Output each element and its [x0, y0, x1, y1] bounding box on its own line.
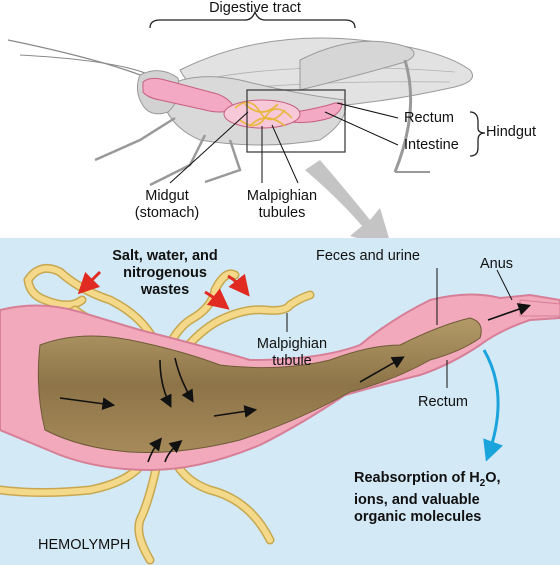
label-anus: Anus	[480, 256, 514, 272]
label-salt-line3: wastes	[140, 282, 190, 298]
gut-tail	[289, 102, 343, 123]
label-reabs-line3: organic molecules	[354, 508, 482, 525]
label-malpighian-tubule: Malpighian tubule	[242, 336, 342, 370]
reabsorption-arrow	[482, 349, 503, 462]
label-digestive-tract: Digestive tract	[209, 0, 301, 16]
label-midgut-line2: (stomach)	[134, 205, 200, 221]
label-hindgut: Hindgut	[486, 124, 536, 140]
label-salt-line1: Salt, water, and	[112, 248, 218, 264]
hindgut-brace	[469, 111, 486, 157]
label-reabsorption: Reabsorption of H2O, ions, and valuable …	[354, 470, 501, 526]
label-reabs-subscript: 2	[479, 477, 486, 489]
label-malpighian-line2: tubules	[258, 205, 306, 221]
label-midgut-line1: Midgut	[145, 188, 189, 204]
label-reabs-line1: Reabsorption of H2O,	[354, 470, 501, 492]
label-malpighian-line1: Malpighian	[246, 188, 318, 204]
label-intestine: Intestine	[404, 137, 459, 153]
waste-entry-arrows	[77, 270, 250, 310]
zoom-arrow	[305, 160, 392, 248]
label-tubule-line1: Malpighian	[256, 336, 328, 352]
panel-leader-lines	[286, 268, 513, 388]
label-reabs-line2: ions, and valuable	[354, 491, 480, 508]
label-rectum-bottom: Rectum	[418, 394, 468, 410]
grasshopper-illustration	[7, 10, 486, 248]
digestive-tract-brace	[149, 10, 356, 29]
label-malpighian-tubules: Malpighian tubules	[232, 188, 332, 222]
label-reabs-line1-a: Reabsorption of H	[354, 470, 480, 486]
label-tubule-line2: tubule	[272, 353, 312, 369]
hind-leg	[299, 40, 415, 91]
label-hemolymph: HEMOLYMPH	[38, 537, 131, 553]
label-feces-urine: Feces and urine	[316, 248, 420, 264]
label-reabs-line1-b: O,	[485, 470, 501, 486]
gut-contents	[37, 317, 482, 453]
label-rectum-top: Rectum	[404, 110, 454, 126]
label-salt-line2: nitrogenous	[123, 265, 207, 281]
flow-arrows	[59, 303, 532, 463]
gut-detail	[0, 263, 560, 565]
label-salt-water-wastes: Salt, water, and nitrogenous wastes	[90, 248, 240, 299]
label-midgut: Midgut (stomach)	[122, 188, 212, 222]
